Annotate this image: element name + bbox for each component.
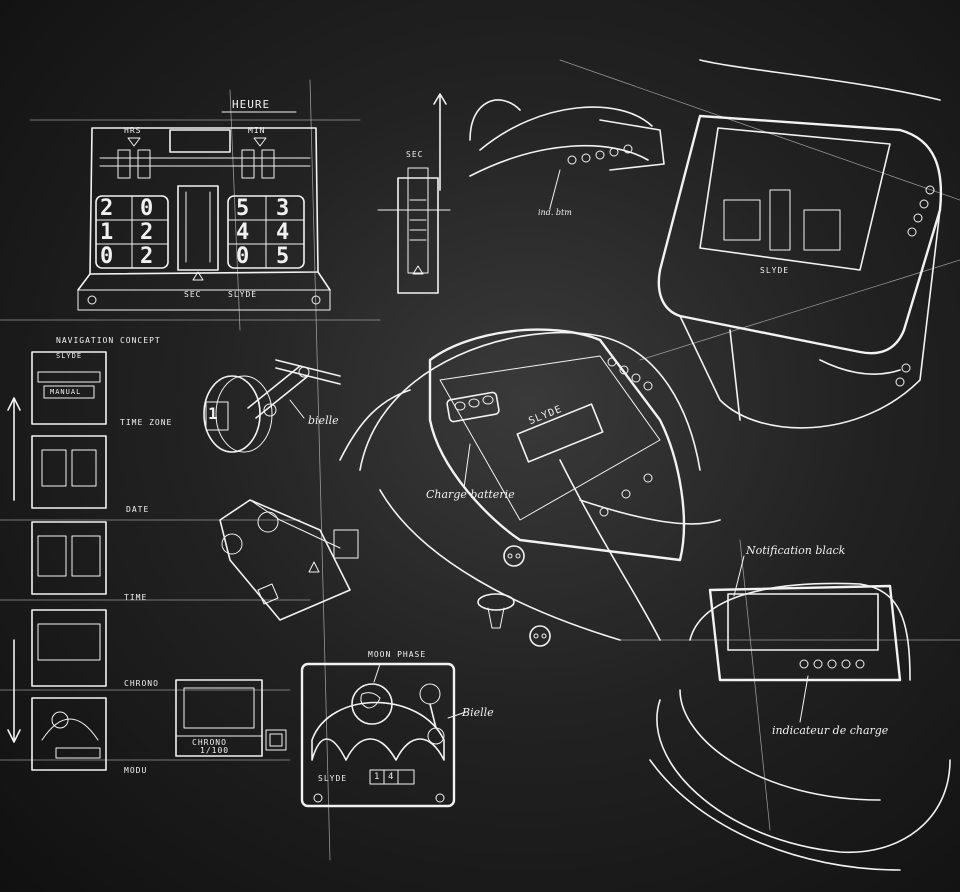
hour-digit-mid-2: 2 [140, 220, 155, 245]
chrono-box-value: 1/100 [200, 746, 230, 755]
construction-lines [0, 59, 960, 861]
hour-digit-top-2: 0 [140, 196, 155, 221]
date-label: DATE [126, 505, 150, 514]
linkage-drawing [203, 359, 359, 621]
bielle-label-upper: bielle [308, 414, 339, 427]
min-digit-top-2: 3 [276, 196, 291, 221]
chrono-label: CHRONO [124, 679, 159, 688]
indicateur-de-charge-label: indicateur de charge [772, 724, 889, 737]
min-digit-bot-1: 0 [236, 244, 251, 269]
moon-phase-module-drawing [300, 662, 467, 808]
nav-manual-label: MANUAL [50, 388, 82, 396]
moon-date-digit-1: 1 [374, 772, 381, 782]
moon-module-brand-label: SLYDE [318, 774, 348, 783]
navigation-concept-drawing [7, 351, 107, 771]
sec-top-label: SEC [406, 150, 424, 159]
hour-module-brand-label: SLYDE [228, 290, 258, 299]
charge-batterie-label: Charge batterie [426, 488, 515, 501]
right-watch-drawing [657, 59, 943, 429]
hour-digit-bot-2: 2 [140, 244, 155, 269]
min-digit-bot-2: 5 [276, 244, 291, 269]
strap-note-label: ind. btm [538, 208, 572, 217]
min-digit-mid-1: 4 [236, 220, 251, 245]
time-label: TIME [124, 593, 148, 602]
center-watch-drawing [339, 328, 721, 641]
heure-label: HEURE [232, 98, 271, 111]
bottom-right-watch-drawing [649, 555, 951, 871]
notification-black-label: Notification black [746, 544, 846, 557]
chrono-box-title: CHRONO [192, 738, 227, 747]
min-digit-top-1: 5 [236, 196, 251, 221]
right-watch-brand-label: SLYDE [760, 266, 790, 275]
hour-digit-top-1: 2 [100, 196, 115, 221]
bielle-label-lower: Bielle [462, 706, 494, 719]
hour-module-drawing [77, 111, 331, 311]
seconds-bar-drawing [377, 93, 451, 294]
modu-label: MODU [124, 766, 148, 775]
moon-phase-label: MOON PHASE [368, 650, 427, 659]
moon-date-digit-2: 4 [388, 772, 395, 782]
min-digit-mid-2: 4 [276, 220, 291, 245]
screws-drawing [477, 545, 551, 647]
hrs-label: HRS [124, 126, 142, 135]
navigation-concept-label: NAVIGATION CONCEPT [56, 336, 161, 345]
time-zone-label: TIME ZONE [120, 418, 173, 427]
hour-digit-bot-1: 0 [100, 244, 115, 269]
hour-digit-mid-1: 1 [100, 220, 115, 245]
top-strap-drawing [469, 99, 665, 209]
nav-brand-label: SLYDE [56, 352, 83, 360]
link-drum-digit: 1 [208, 404, 219, 423]
chrono-box-drawing [175, 679, 287, 757]
sec-bottom-label: SEC [184, 290, 202, 299]
min-label: MIN [248, 126, 266, 135]
